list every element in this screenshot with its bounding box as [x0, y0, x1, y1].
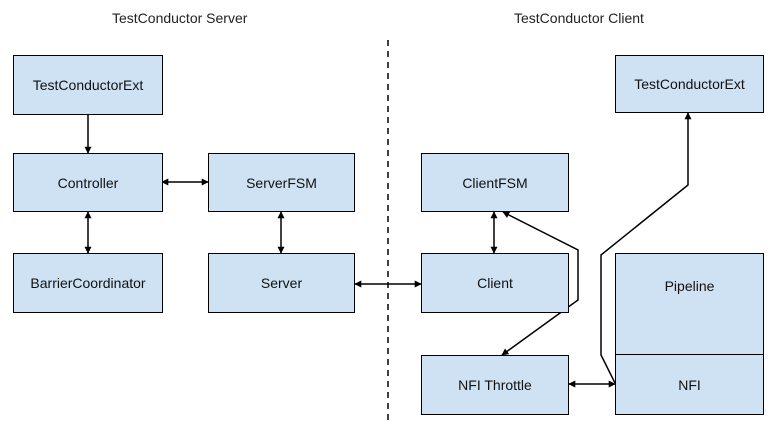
serverfsm-label: ServerFSM	[246, 174, 317, 191]
client-box: Client	[421, 253, 569, 313]
pipeline-box: Pipeline	[615, 253, 764, 355]
clientfsm-label: ClientFSM	[462, 174, 528, 191]
nfi-throttle-box: NFI Throttle	[421, 355, 569, 415]
client-label: Client	[477, 275, 513, 291]
client-section-title: TestConductor Client	[514, 10, 644, 26]
serverfsm-box: ServerFSM	[208, 153, 355, 212]
server-box: Server	[208, 253, 355, 313]
server-section-title: TestConductor Server	[112, 10, 248, 26]
controller-label: Controller	[57, 174, 119, 191]
clientfsm-nfithrottle-arrow	[501, 211, 579, 356]
nfi-label: NFI	[678, 376, 701, 393]
nfi-throttle-label: NFI Throttle	[458, 377, 532, 393]
client-testconductorext-label: TestConductorExt	[634, 76, 745, 92]
server-testconductorext-box: TestConductorExt	[13, 55, 163, 115]
server-label: Server	[260, 275, 303, 291]
pipeline-label: Pipeline	[664, 278, 715, 294]
client-testconductorext-box: TestConductorExt	[615, 55, 764, 113]
server-testconductorext-label: TestConductorExt	[32, 77, 144, 93]
nfi-box: NFI	[615, 354, 764, 415]
nfi-to-client-ext-arrow	[600, 112, 692, 384]
barriercoordinator-label: BarrierCoordinator	[30, 275, 146, 291]
barriercoordinator-box: BarrierCoordinator	[13, 253, 163, 313]
controller-box: Controller	[13, 153, 163, 212]
clientfsm-box: ClientFSM	[421, 153, 569, 212]
